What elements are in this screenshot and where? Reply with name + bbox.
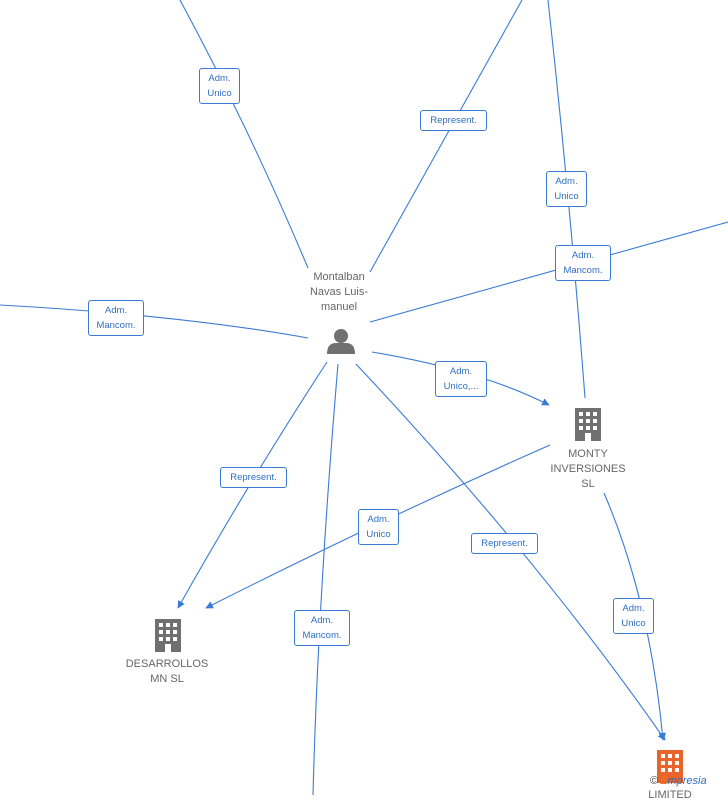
edge-top-left xyxy=(179,0,309,269)
edge-label-left-mancom[interactable]: Adm. Mancom. xyxy=(88,300,144,336)
empresia-watermark: ©Empresia xyxy=(650,775,707,787)
edge-label-top-middle[interactable]: Represent. xyxy=(420,110,487,131)
monty-label[interactable]: MONTY INVERSIONES SL xyxy=(550,448,626,490)
edge-person-limited xyxy=(355,363,666,741)
edge-top-middle xyxy=(369,0,523,273)
brand-first-letter: E xyxy=(660,775,668,787)
desarrollos-building-icon[interactable] xyxy=(155,619,181,652)
edge-right-mancom xyxy=(369,221,728,323)
person-label[interactable]: Montalban Navas Luis- manuel xyxy=(309,271,369,313)
edge-person-down xyxy=(312,363,339,795)
limited-building-icon[interactable] xyxy=(657,750,683,783)
edge-label-top-right[interactable]: Adm. Unico xyxy=(546,171,587,207)
edge-label-monty-desarrollos[interactable]: Adm. Unico xyxy=(358,509,399,545)
desarrollos-label[interactable]: DESARROLLOS MN SL xyxy=(125,658,209,685)
edge-label-person-limited[interactable]: Represent. xyxy=(471,533,538,554)
monty-building-icon[interactable] xyxy=(575,408,601,441)
brand-name: mpresia xyxy=(667,775,707,787)
edge-left-mancom xyxy=(0,304,309,339)
edge-label-person-desarrollos[interactable]: Represent. xyxy=(220,467,287,488)
edge-label-top-left[interactable]: Adm. Unico xyxy=(199,68,240,104)
copyright-symbol: © xyxy=(650,775,659,787)
edge-label-right-mancom[interactable]: Adm. Mancom. xyxy=(555,245,611,281)
edge-label-person-down[interactable]: Adm. Mancom. xyxy=(294,610,350,646)
limited-label[interactable]: LIMITED xyxy=(648,789,692,801)
person-icon[interactable] xyxy=(327,329,355,354)
edge-label-person-monty[interactable]: Adm. Unico,... xyxy=(435,361,487,397)
edge-label-monty-limited[interactable]: Adm. Unico xyxy=(613,598,654,634)
